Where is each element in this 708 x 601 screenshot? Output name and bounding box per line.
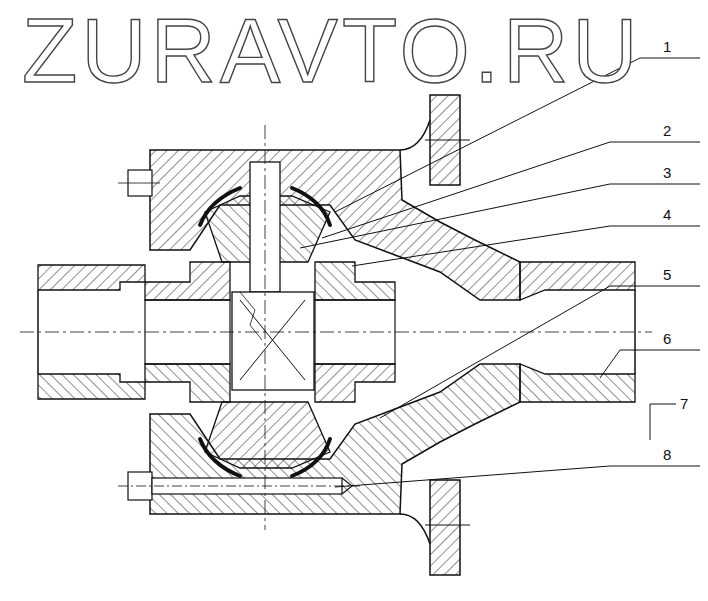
callout-number: 6: [663, 331, 671, 347]
callout-number: 2: [663, 123, 671, 139]
callout-number: 4: [663, 207, 671, 223]
callout-number: 3: [663, 165, 671, 181]
watermark: ZURAVTO.RU: [22, 6, 642, 96]
callout-number: 1: [663, 39, 671, 55]
callout-number: 7: [680, 396, 688, 412]
callout-number: 5: [663, 267, 671, 283]
callout-number: 8: [663, 447, 671, 463]
